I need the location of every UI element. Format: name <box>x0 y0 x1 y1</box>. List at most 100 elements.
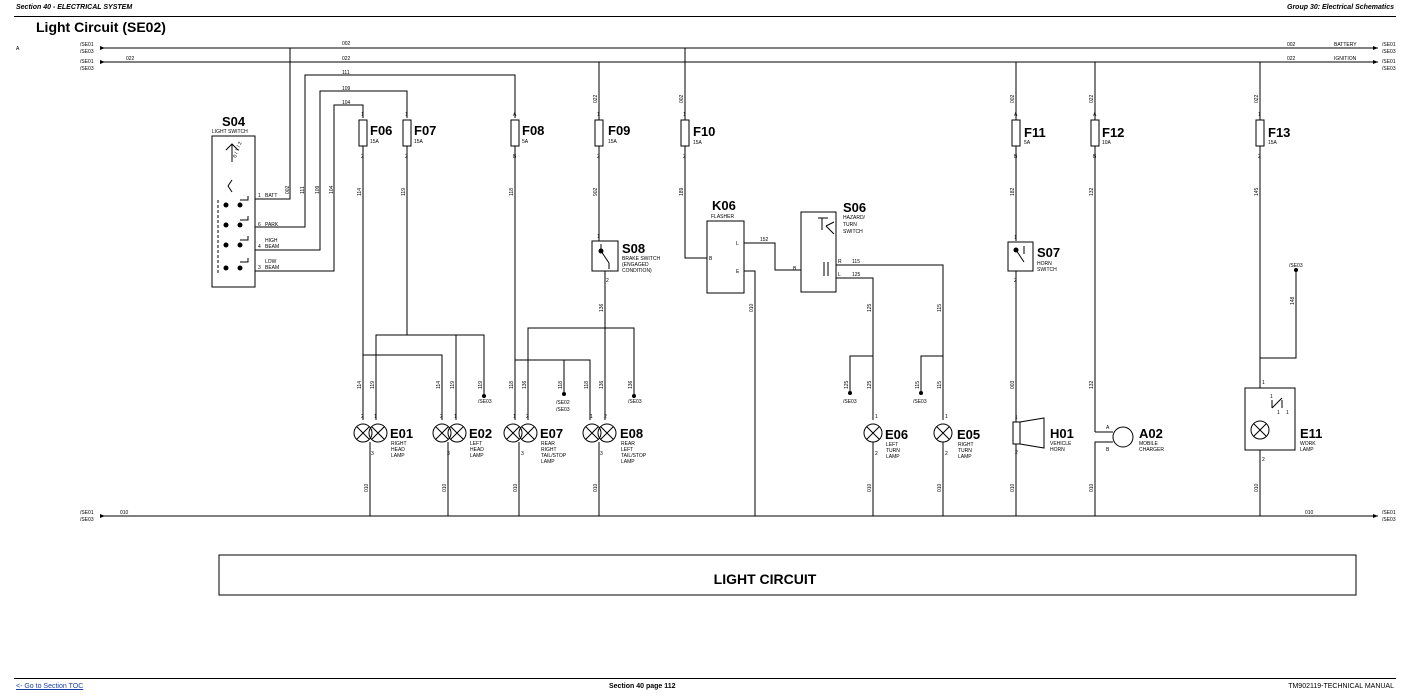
s04-wiring: 002 111 109 104 111 109 104 <box>255 48 516 272</box>
svg-text:010: 010 <box>1305 510 1314 516</box>
k06-flasher: 189 K06 FLASHER B L E 152 010 <box>679 146 801 516</box>
svg-text:15A: 15A <box>608 139 618 145</box>
svg-text:125: 125 <box>867 380 873 389</box>
svg-text:2: 2 <box>526 414 529 420</box>
svg-text:3: 3 <box>258 265 261 271</box>
svg-text:/SE03: /SE03 <box>80 66 94 72</box>
svg-text:/SE01: /SE01 <box>1382 510 1396 516</box>
svg-text:118: 118 <box>584 381 590 389</box>
svg-text:/SE03: /SE03 <box>80 49 94 55</box>
svg-text:SWITCH: SWITCH <box>1037 267 1057 273</box>
svg-text:3: 3 <box>371 451 374 457</box>
svg-text:115: 115 <box>852 259 860 265</box>
svg-text:002: 002 <box>679 94 685 103</box>
svg-text:E05: E05 <box>957 427 980 442</box>
svg-text:LIGHT SWITCH: LIGHT SWITCH <box>212 129 248 135</box>
svg-text:010: 010 <box>937 483 943 492</box>
svg-text:B: B <box>793 266 797 272</box>
svg-text:/SE03: /SE03 <box>1382 517 1396 523</box>
svg-text:F09: F09 <box>608 123 630 138</box>
svg-text:115: 115 <box>937 304 943 312</box>
svg-text:1: 1 <box>597 234 600 240</box>
svg-text:189: 189 <box>679 187 685 196</box>
svg-text:4: 4 <box>258 244 261 250</box>
ignition-bus: /SE01 /SE03 022 022 022 IGNITION /SE01 /… <box>80 56 1396 72</box>
circuit-title-banner: LIGHT CIRCUIT <box>218 554 1357 596</box>
svg-text:115: 115 <box>937 381 943 389</box>
manual-id: TM902119-TECHNICAL MANUAL <box>1288 683 1394 690</box>
s07-horn-switch: 182 1 2 S07 HORN SWITCH 003 <box>1007 146 1060 422</box>
svg-text:/SE03: /SE03 <box>913 399 927 405</box>
go-to-section-toc-link[interactable]: <- Go to Section TOC <box>16 683 84 690</box>
svg-text:/SE03: /SE03 <box>1382 66 1396 72</box>
svg-text:2: 2 <box>875 451 878 457</box>
fuse-f13: 022 F13 15A 1 2 <box>1254 62 1290 160</box>
svg-text:109: 109 <box>342 86 351 92</box>
svg-text:F07: F07 <box>414 123 436 138</box>
svg-text:E11: E11 <box>1300 426 1322 441</box>
svg-text:RIGHT: RIGHT <box>391 441 407 447</box>
svg-text:022: 022 <box>126 56 135 62</box>
svg-text:A: A <box>513 112 517 118</box>
svg-text:TAIL/STOP: TAIL/STOP <box>621 453 647 459</box>
svg-text:1: 1 <box>945 414 948 420</box>
svg-text:E01: E01 <box>390 426 413 441</box>
svg-text:A: A <box>1014 112 1018 118</box>
svg-text:111: 111 <box>342 70 350 76</box>
svg-text:BATT: BATT <box>265 193 277 199</box>
svg-text:HORN: HORN <box>1050 447 1065 453</box>
svg-text:BRAKE SWITCH: BRAKE SWITCH <box>622 256 660 262</box>
fuse-f07: F07 15A 1 2 <box>402 112 436 160</box>
svg-text:136: 136 <box>599 303 605 312</box>
svg-text:1: 1 <box>590 414 593 420</box>
svg-text:152: 152 <box>760 237 769 243</box>
svg-text:F06: F06 <box>370 123 392 138</box>
svg-text:CHARGER: CHARGER <box>1139 447 1164 453</box>
svg-text:E07: E07 <box>540 426 563 441</box>
svg-text:LAMP: LAMP <box>1300 447 1314 453</box>
svg-text:BEAM: BEAM <box>265 265 279 271</box>
s06-hazard-turn-switch: S06 HAZARD/ TURN SWITCH B R L 115 125 12… <box>793 200 944 420</box>
headlamp-tail-wiring: 114 119 /SE03 114 119 114 119 119 118 /S… <box>357 146 642 420</box>
svg-text:182: 182 <box>1010 187 1016 196</box>
svg-text:B: B <box>709 256 713 262</box>
svg-text:1: 1 <box>1277 410 1280 416</box>
svg-text:132: 132 <box>1089 187 1095 196</box>
svg-text:119: 119 <box>478 381 484 389</box>
svg-text:/SE03: /SE03 <box>478 399 492 405</box>
svg-text:111: 111 <box>300 186 306 194</box>
svg-text:1: 1 <box>1262 380 1265 386</box>
svg-text:114: 114 <box>357 188 363 196</box>
svg-text:1: 1 <box>1286 410 1289 416</box>
svg-text:S08: S08 <box>622 241 645 256</box>
svg-text:LEFT: LEFT <box>886 442 898 448</box>
h01-vehicle-horn: 1 2 H01 VEHICLE HORN 010 <box>1010 415 1074 516</box>
svg-text:LAMP: LAMP <box>470 453 484 459</box>
svg-text:022: 022 <box>1089 94 1095 103</box>
svg-text:/SE02: /SE02 <box>556 400 570 406</box>
svg-text:TURN: TURN <box>843 222 857 228</box>
grid-ref-a: A <box>16 46 20 52</box>
svg-text:L: L <box>838 272 841 278</box>
ignition-label: IGNITION <box>1334 56 1357 62</box>
svg-text:010: 010 <box>442 483 448 492</box>
svg-text:114: 114 <box>436 381 442 389</box>
a02-mobile-charger: 132 132 A B A02 MOBILE CHARGER 010 <box>1089 146 1164 516</box>
svg-text:/SE03: /SE03 <box>80 517 94 523</box>
header-left: Section 40 - ELECTRICAL SYSTEM <box>16 4 133 11</box>
svg-text:1: 1 <box>1014 235 1017 241</box>
svg-text:LEFT: LEFT <box>621 447 633 453</box>
svg-text:F13: F13 <box>1268 125 1290 140</box>
svg-text:002: 002 <box>1010 94 1016 103</box>
svg-text:1: 1 <box>597 112 600 118</box>
svg-text:1: 1 <box>374 414 377 420</box>
ground-bus: /SE01 /SE03 010 010 /SE01 /SE03 <box>80 510 1396 523</box>
page-title: Light Circuit (SE02) <box>36 19 166 35</box>
svg-text:R: R <box>838 259 842 265</box>
svg-text:L: L <box>736 241 739 247</box>
svg-text:010: 010 <box>1254 483 1260 492</box>
svg-text:F10: F10 <box>693 124 715 139</box>
svg-text:132: 132 <box>1089 380 1095 389</box>
svg-text:1: 1 <box>454 414 457 420</box>
svg-text:/SE01: /SE01 <box>1382 59 1396 65</box>
